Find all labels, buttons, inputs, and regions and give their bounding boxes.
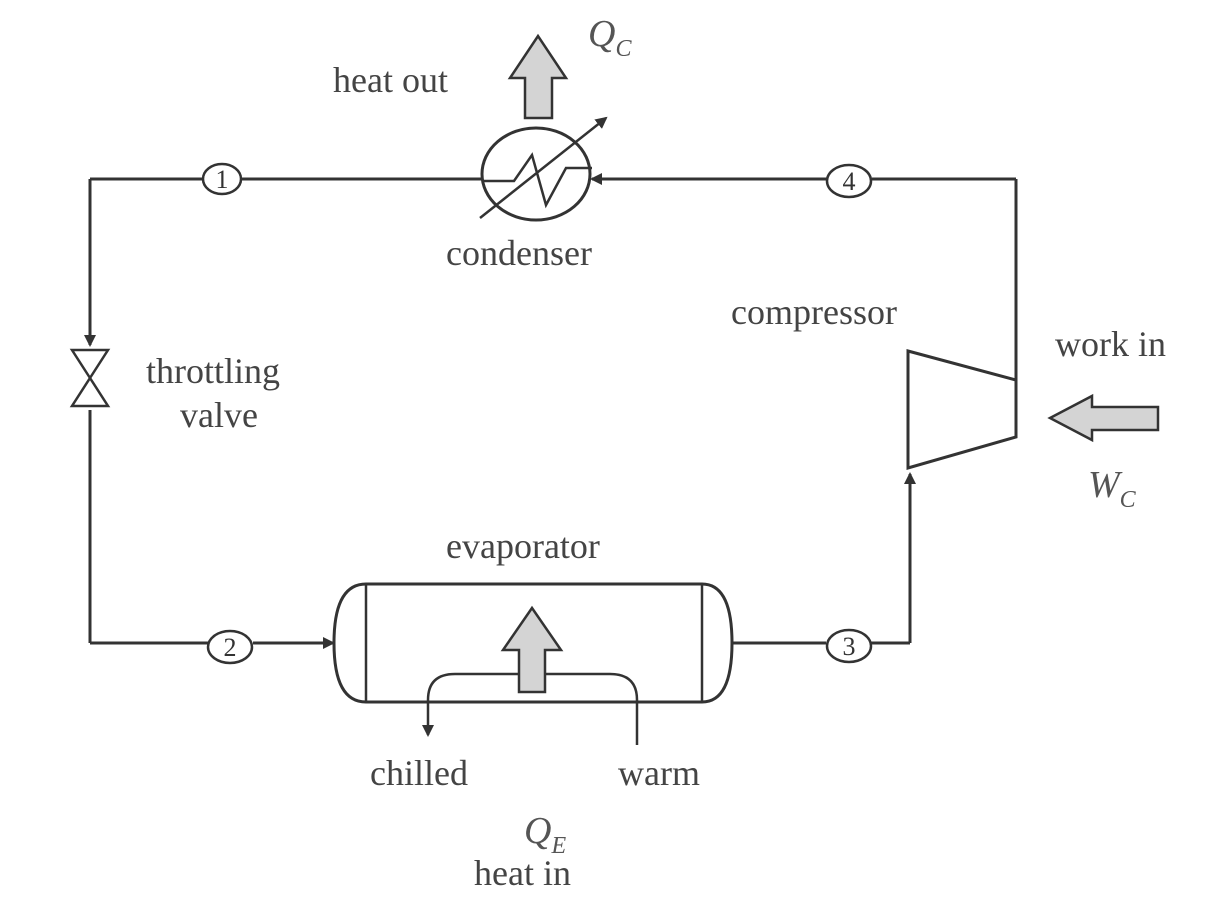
node-2: 2 bbox=[206, 629, 254, 665]
qc-main: Q bbox=[588, 13, 615, 55]
evaporator-label: evaporator bbox=[446, 526, 600, 566]
condenser-heat-arrow bbox=[479, 116, 608, 219]
qe-subscript: E bbox=[550, 833, 566, 859]
compressor-body bbox=[906, 349, 1018, 470]
qe-main: Q bbox=[524, 810, 551, 852]
work-in-label: work in bbox=[1055, 324, 1166, 364]
node-3: 3 bbox=[825, 628, 873, 664]
node-2-label: 2 bbox=[224, 633, 237, 662]
node-4: 4 bbox=[825, 163, 873, 199]
node-3-label: 3 bbox=[843, 632, 856, 661]
condenser-coil bbox=[484, 152, 592, 209]
wc-main: W bbox=[1088, 464, 1123, 506]
compressor-label: compressor bbox=[731, 292, 897, 332]
node-1: 1 bbox=[201, 162, 243, 196]
qc-symbol: QC bbox=[588, 13, 632, 62]
chilled-label: chilled bbox=[370, 753, 468, 793]
valve-label: valve bbox=[180, 395, 258, 435]
heat-in-arrow bbox=[500, 605, 564, 694]
heat-out-arrow bbox=[507, 33, 569, 120]
node-4-label: 4 bbox=[843, 167, 856, 196]
wc-symbol: WC bbox=[1088, 464, 1137, 513]
qe-symbol: QE bbox=[524, 810, 566, 859]
warm-label: warm bbox=[618, 753, 700, 793]
qc-subscript: C bbox=[615, 36, 632, 62]
heat-out-label: heat out bbox=[333, 60, 448, 100]
heat-in-label: heat in bbox=[474, 853, 571, 893]
condenser-label: condenser bbox=[446, 233, 592, 273]
condenser bbox=[479, 116, 608, 222]
wc-subscript: C bbox=[1120, 487, 1137, 513]
throttling-valve bbox=[69, 348, 111, 408]
work-in-arrow bbox=[1047, 393, 1160, 443]
node-1-label: 1 bbox=[216, 165, 229, 194]
throttling-label: throttling bbox=[146, 351, 280, 391]
